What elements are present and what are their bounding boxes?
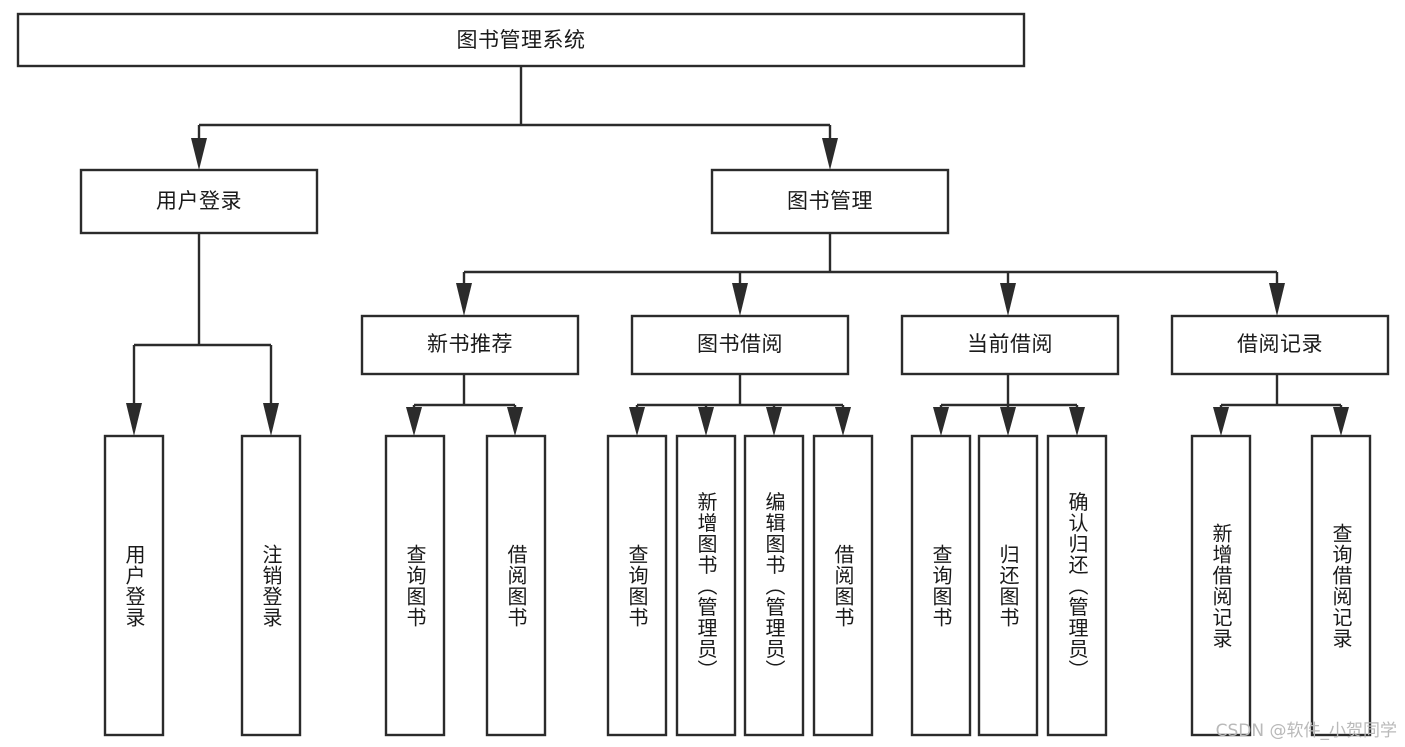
node-leaf-add-book-label: 新增图书（管理员）: [694, 491, 718, 680]
arrowhead-leaf-add-record: [1213, 407, 1229, 436]
node-leaf-borrow-book-2-box[interactable]: [812, 434, 874, 737]
arrowhead-leaf-add-book: [698, 407, 714, 436]
node-current-borrow-label: 当前借阅: [967, 332, 1053, 356]
node-leaf-query-book-2-box[interactable]: [606, 434, 668, 737]
node-book-management-box[interactable]: [710, 168, 950, 235]
node-leaf-return-book-box[interactable]: [977, 434, 1039, 737]
arrowhead-new-book-recommend: [456, 283, 472, 316]
node-leaf-query-record-label: 查询借阅记录: [1329, 523, 1353, 649]
node-leaf-logout-label: 注销登录: [259, 544, 283, 628]
node-leaf-query-book-1[interactable]: 查询图书: [384, 434, 446, 737]
node-leaf-add-record-label: 新增借阅记录: [1209, 523, 1233, 649]
arrowhead-leaf-query-book-3: [933, 407, 949, 436]
node-leaf-logout-box[interactable]: [240, 434, 302, 737]
node-leaf-confirm-return[interactable]: 确认归还（管理员）: [1046, 434, 1108, 737]
node-book-borrow-box[interactable]: [630, 314, 850, 376]
connector-group-current-borrow: [933, 374, 1085, 436]
node-root-label: 图书管理系统: [457, 28, 586, 52]
node-root-box[interactable]: [16, 12, 1026, 68]
connector-group-root: [191, 66, 838, 170]
node-leaf-edit-book-box[interactable]: [743, 434, 805, 737]
node-user-login[interactable]: 用户登录: [79, 168, 319, 235]
node-root[interactable]: 图书管理系统: [16, 12, 1026, 68]
node-leaf-user-login[interactable]: 用户登录: [103, 434, 165, 737]
node-borrow-record-box[interactable]: [1170, 314, 1390, 376]
node-leaf-add-book[interactable]: 新增图书（管理员）: [675, 434, 737, 737]
arrowhead-leaf-edit-book: [766, 407, 782, 436]
node-leaf-query-book-2[interactable]: 查询图书: [606, 434, 668, 737]
arrowhead-borrow-record: [1269, 283, 1285, 316]
node-current-borrow-box[interactable]: [900, 314, 1120, 376]
node-leaf-borrow-book-2[interactable]: 借阅图书: [812, 434, 874, 737]
node-book-management[interactable]: 图书管理: [710, 168, 950, 235]
arrowhead-current-borrow: [1000, 283, 1016, 316]
node-leaf-query-book-2-label: 查询图书: [625, 544, 649, 628]
arrowhead-leaf-user-login: [126, 403, 142, 436]
arrowhead-leaf-return-book: [1000, 407, 1016, 436]
connector-group-user-login: [126, 233, 279, 436]
node-leaf-borrow-book-2-label: 借阅图书: [831, 544, 855, 628]
node-new-book-recommend[interactable]: 新书推荐: [360, 314, 580, 376]
node-leaf-return-book[interactable]: 归还图书: [977, 434, 1039, 737]
node-leaf-query-book-1-label: 查询图书: [403, 544, 427, 628]
node-user-login-box[interactable]: [79, 168, 319, 235]
arrowhead-leaf-logout: [263, 403, 279, 436]
node-leaf-confirm-return-box[interactable]: [1046, 434, 1108, 737]
node-borrow-record[interactable]: 借阅记录: [1170, 314, 1390, 376]
connector-group-book-borrow: [629, 374, 851, 436]
arrowhead-leaf-query-book-1: [406, 407, 422, 436]
node-leaf-borrow-book-1-box[interactable]: [485, 434, 547, 737]
arrowhead-leaf-borrow-book-2: [835, 407, 851, 436]
node-leaf-edit-book-label: 编辑图书（管理员）: [762, 491, 786, 680]
node-borrow-record-label: 借阅记录: [1237, 332, 1323, 356]
node-new-book-recommend-label: 新书推荐: [427, 332, 513, 356]
node-current-borrow[interactable]: 当前借阅: [900, 314, 1120, 376]
arrowhead-user-login: [191, 138, 207, 170]
node-leaf-query-book-3-label: 查询图书: [929, 544, 953, 628]
node-leaf-add-record[interactable]: 新增借阅记录: [1190, 434, 1252, 737]
node-leaf-user-login-label: 用户登录: [122, 544, 146, 628]
arrowhead-leaf-query-book-2: [629, 407, 645, 436]
node-user-login-label: 用户登录: [156, 189, 242, 213]
node-leaf-borrow-book-1[interactable]: 借阅图书: [485, 434, 547, 737]
node-leaf-query-record[interactable]: 查询借阅记录: [1310, 434, 1372, 737]
node-leaf-add-record-box[interactable]: [1190, 434, 1252, 737]
node-leaf-borrow-book-1-label: 借阅图书: [504, 544, 528, 628]
node-leaf-query-record-box[interactable]: [1310, 434, 1372, 737]
node-leaf-query-book-1-box[interactable]: [384, 434, 446, 737]
node-book-borrow[interactable]: 图书借阅: [630, 314, 850, 376]
arrowhead-leaf-query-record: [1333, 407, 1349, 436]
connector-group-new-book-recommend: [406, 374, 523, 436]
node-leaf-query-book-3-box[interactable]: [910, 434, 972, 737]
arrowhead-leaf-confirm-return: [1069, 407, 1085, 436]
node-leaf-edit-book[interactable]: 编辑图书（管理员）: [743, 434, 805, 737]
node-leaf-query-book-3[interactable]: 查询图书: [910, 434, 972, 737]
node-book-management-label: 图书管理: [787, 189, 873, 213]
node-leaf-logout[interactable]: 注销登录: [240, 434, 302, 737]
node-leaf-add-book-box[interactable]: [675, 434, 737, 737]
node-book-borrow-label: 图书借阅: [697, 332, 783, 356]
node-new-book-recommend-box[interactable]: [360, 314, 580, 376]
node-leaf-user-login-box[interactable]: [103, 434, 165, 737]
arrowhead-book-borrow: [732, 283, 748, 316]
node-leaf-confirm-return-label: 确认归还（管理员）: [1065, 491, 1089, 680]
connector-group-book-management: [456, 233, 1285, 316]
arrowhead-book-management: [822, 138, 838, 170]
arrowhead-leaf-borrow-book-1: [507, 407, 523, 436]
node-leaf-return-book-label: 归还图书: [996, 544, 1020, 628]
connector-group-borrow-record: [1213, 374, 1349, 436]
